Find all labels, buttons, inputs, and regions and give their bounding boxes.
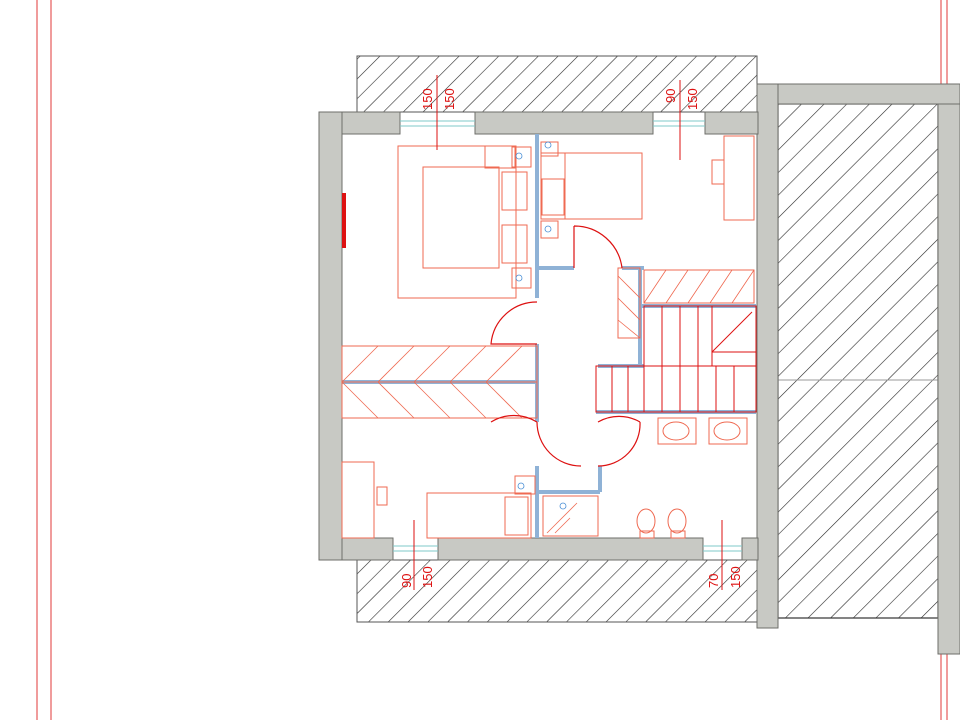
staircase bbox=[595, 305, 757, 413]
dim-bottom-right-a: 70 bbox=[706, 574, 721, 588]
dim-top-left-b: 150 bbox=[442, 88, 457, 110]
door-swings bbox=[490, 225, 641, 467]
outlets bbox=[515, 141, 567, 510]
exterior-hatch bbox=[356, 55, 758, 623]
dimension-labels: 150 150 90 150 90 150 70 150 bbox=[399, 88, 743, 588]
dim-top-left-a: 150 bbox=[420, 88, 435, 110]
adjacent-building bbox=[756, 83, 960, 655]
dimension-leaders bbox=[413, 75, 723, 590]
dim-top-right-b: 150 bbox=[685, 88, 700, 110]
furniture bbox=[341, 135, 755, 539]
dim-top-right-a: 90 bbox=[663, 89, 678, 103]
interior-floor bbox=[342, 134, 756, 538]
wall-marker bbox=[342, 193, 346, 248]
dim-bottom-left-b: 150 bbox=[420, 566, 435, 588]
exterior-walls bbox=[318, 111, 759, 561]
dim-bottom-right-b: 150 bbox=[728, 566, 743, 588]
wardrobe-marks bbox=[341, 269, 755, 534]
dim-bottom-left-a: 90 bbox=[399, 574, 414, 588]
